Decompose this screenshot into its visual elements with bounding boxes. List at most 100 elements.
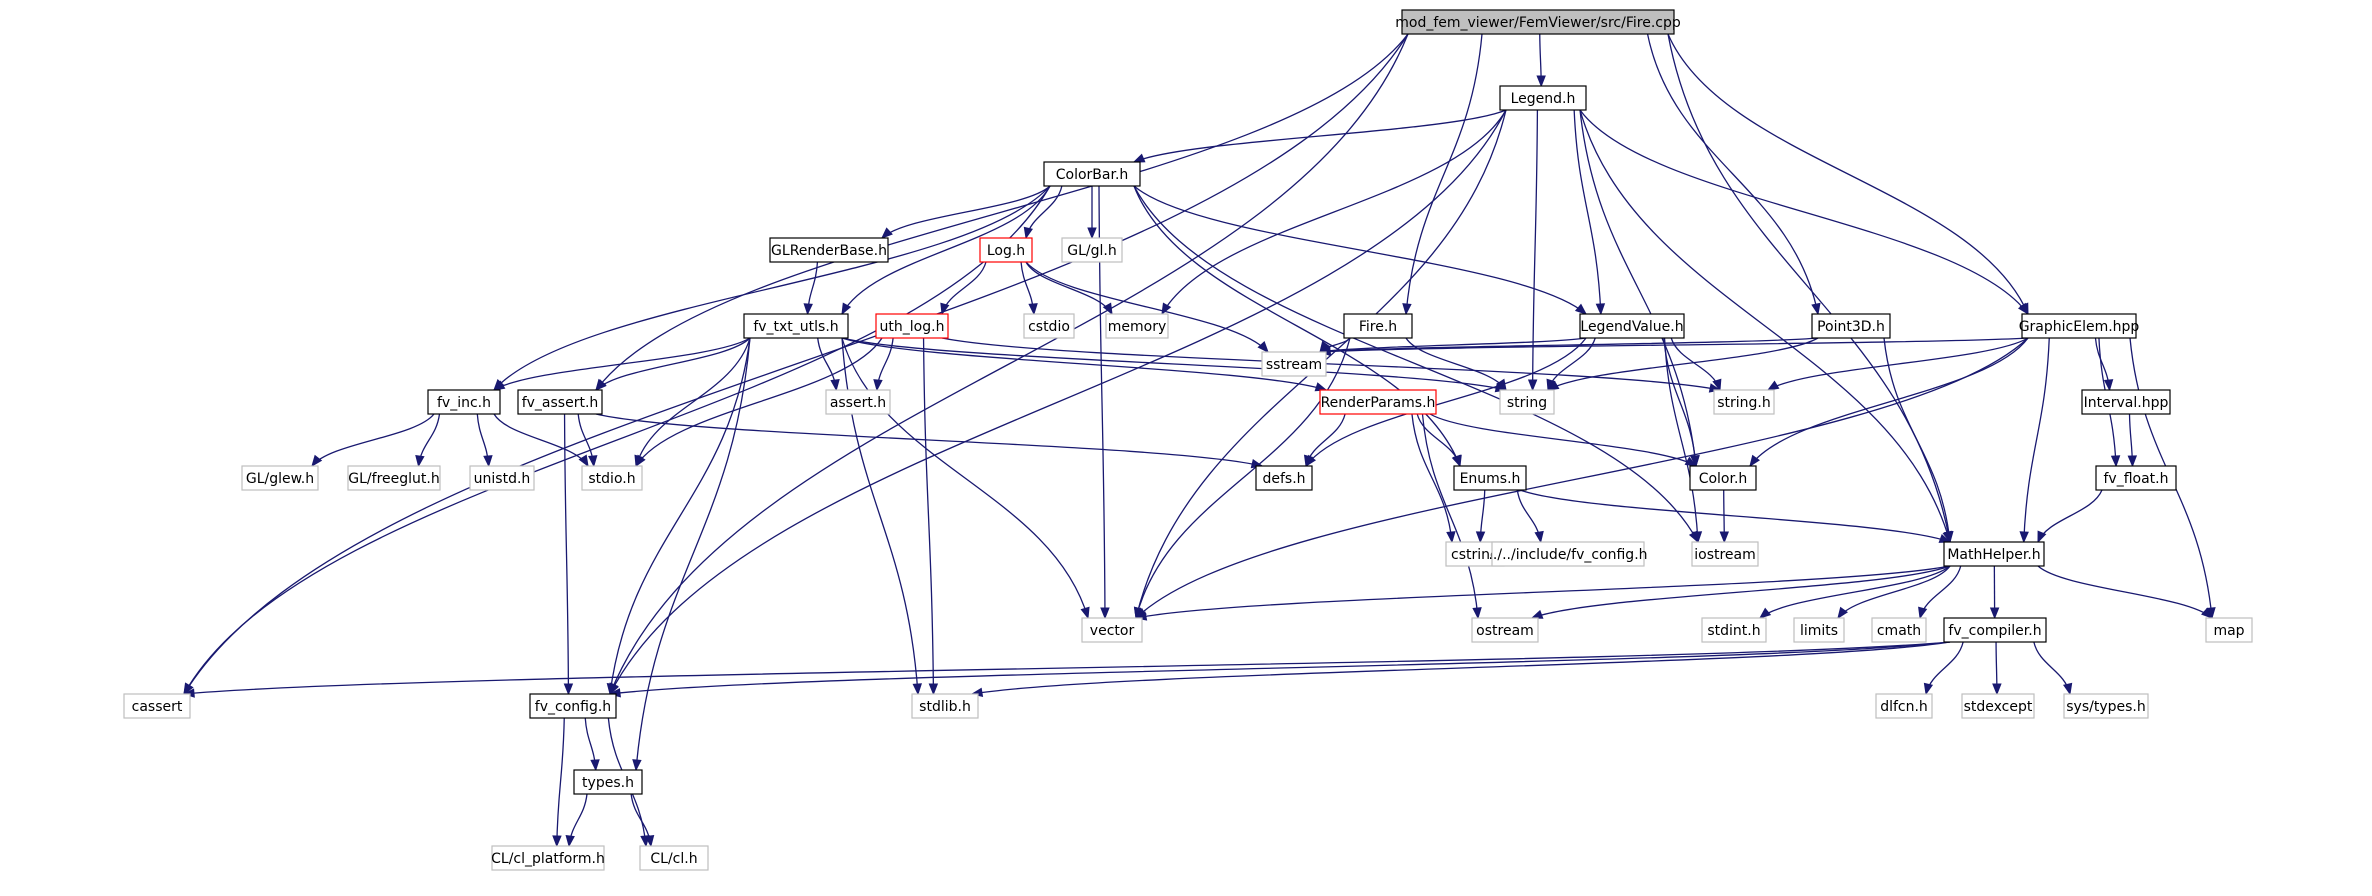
node-fv-assert-h[interactable]: fv_assert.h bbox=[517, 389, 603, 415]
include-edge-colorbar_h-to-legendvalue_h bbox=[1133, 185, 1588, 315]
node-label: CL/cl_platform.h bbox=[491, 851, 605, 867]
node-enums-h[interactable]: Enums.h bbox=[1453, 465, 1527, 491]
node-label: stdio.h bbox=[588, 471, 635, 487]
include-edge-renderparams_h-to-enums_h bbox=[1416, 413, 1462, 468]
node-label: map bbox=[2213, 623, 2244, 639]
node-label: stdlib.h bbox=[919, 699, 971, 715]
node-label: fv_assert.h bbox=[522, 395, 599, 411]
node-label: assert.h bbox=[830, 395, 886, 411]
node-mathhelper-h[interactable]: MathHelper.h bbox=[1943, 541, 2045, 567]
node-label: uth_log.h bbox=[880, 319, 945, 335]
node-memory[interactable]: memory bbox=[1105, 313, 1169, 339]
node-cassert[interactable]: cassert bbox=[123, 693, 191, 719]
node-label: cstdio bbox=[1028, 319, 1070, 335]
include-edge-fv_txt_utls_h-to-types_h bbox=[632, 337, 751, 772]
node-label: GL/gl.h bbox=[1067, 243, 1116, 259]
include-edge-interval_hpp-to-fv_float_h bbox=[2127, 413, 2138, 468]
node-legendvalue-h[interactable]: LegendValue.h bbox=[1579, 313, 1685, 339]
node-label: dlfcn.h bbox=[1880, 699, 1928, 715]
node-graphicelem-hpp[interactable]: GraphicElem.hpp bbox=[2019, 313, 2140, 339]
node-label: fv_float.h bbox=[2104, 471, 2169, 487]
node-fv-config-include[interactable]: ../../include/fv_config.h bbox=[1488, 541, 1648, 567]
include-edge-log_h-to-uth_log_h bbox=[940, 261, 987, 316]
node-stdexcept[interactable]: stdexcept bbox=[1961, 693, 2035, 719]
node-ostream[interactable]: ostream bbox=[1471, 617, 1539, 643]
node-label: GL/glew.h bbox=[246, 471, 314, 487]
node-glrenderbase-h[interactable]: GLRenderBase.h bbox=[769, 237, 889, 263]
node-cmath[interactable]: cmath bbox=[1871, 617, 1927, 643]
include-edge-colorbar_h-to-log_h bbox=[1023, 185, 1063, 240]
node-label: memory bbox=[1108, 319, 1167, 335]
node-fv-txt-utls-h[interactable]: fv_txt_utls.h bbox=[743, 313, 849, 339]
node-sstream[interactable]: sstream bbox=[1261, 351, 1327, 377]
include-edge-legend_h-to-memory bbox=[1161, 109, 1507, 316]
node-unistd-h[interactable]: unistd.h bbox=[469, 465, 535, 491]
node-colorbar-h[interactable]: ColorBar.h bbox=[1043, 161, 1141, 187]
include-edge-renderparams_h-to-cstring bbox=[1411, 413, 1456, 544]
node-string-h[interactable]: string.h bbox=[1713, 389, 1775, 415]
node-interval-hpp[interactable]: Interval.hpp bbox=[2081, 389, 2171, 415]
node-stdint-h[interactable]: stdint.h bbox=[1701, 617, 1767, 643]
node-fv-inc-h[interactable]: fv_inc.h bbox=[427, 389, 501, 415]
include-edge-fv_inc_h-to-gl_freeglut_h bbox=[415, 413, 441, 468]
node-log-h[interactable]: Log.h bbox=[979, 237, 1033, 263]
include-edge-graphicelem_hpp-to-interval_hpp bbox=[2094, 337, 2114, 392]
node-fire-h[interactable]: Fire.h bbox=[1343, 313, 1413, 339]
node-limits[interactable]: limits bbox=[1793, 617, 1845, 643]
node-vector[interactable]: vector bbox=[1081, 617, 1143, 643]
edges-layer bbox=[182, 33, 2216, 848]
node-uth-log-h[interactable]: uth_log.h bbox=[875, 313, 949, 339]
node-cl-platform-h[interactable]: CL/cl_platform.h bbox=[491, 845, 605, 871]
include-edge-mathhelper_h-to-stdint_h bbox=[1758, 565, 1951, 619]
node-label: string bbox=[1507, 395, 1547, 411]
include-edge-legend_h-to-legendvalue_h bbox=[1573, 109, 1606, 316]
node-point3d-h[interactable]: Point3D.h bbox=[1811, 313, 1891, 339]
node-stdlib-h[interactable]: stdlib.h bbox=[911, 693, 979, 719]
node-label: ColorBar.h bbox=[1056, 167, 1129, 183]
node-renderparams-h[interactable]: RenderParams.h bbox=[1319, 389, 1437, 415]
node-label: stdexcept bbox=[1964, 699, 2033, 715]
node-color-h[interactable]: Color.h bbox=[1689, 465, 1757, 491]
node-iostream[interactable]: iostream bbox=[1691, 541, 1759, 567]
node-label: Color.h bbox=[1699, 471, 1748, 487]
node-label: Enums.h bbox=[1460, 471, 1521, 487]
node-label: fv_txt_utls.h bbox=[753, 319, 838, 335]
include-edge-fv_compiler_h-to-fv_config_h bbox=[608, 641, 1951, 698]
node-types-h[interactable]: types.h bbox=[573, 769, 643, 795]
node-string[interactable]: string bbox=[1499, 389, 1555, 415]
node-fv-compiler-h[interactable]: fv_compiler.h bbox=[1943, 617, 2047, 643]
include-edge-graphicelem_hpp-to-mathhelper_h bbox=[2019, 337, 2050, 544]
include-edge-renderparams_h-to-defs_h bbox=[1303, 413, 1346, 468]
node-fire-cpp[interactable]: mod_fem_viewer/FemViewer/src/Fire.cpp bbox=[1395, 9, 1681, 35]
node-legend-h[interactable]: Legend.h bbox=[1499, 85, 1587, 111]
node-stdio-h[interactable]: stdio.h bbox=[581, 465, 643, 491]
include-edge-mathhelper_h-to-cmath bbox=[1918, 565, 1962, 620]
node-defs-h[interactable]: defs.h bbox=[1255, 465, 1313, 491]
node-label: iostream bbox=[1694, 547, 1756, 563]
node-assert-h[interactable]: assert.h bbox=[825, 389, 891, 415]
node-sys-types-h[interactable]: sys/types.h bbox=[2063, 693, 2149, 719]
node-label: cstring bbox=[1451, 547, 1499, 563]
include-edge-point3d_h-to-mathhelper_h bbox=[1883, 337, 1954, 544]
include-edge-fv_txt_utls_h-to-fv_assert_h bbox=[595, 337, 751, 391]
node-gl-glew-h[interactable]: GL/glew.h bbox=[241, 465, 319, 491]
node-cstdio[interactable]: cstdio bbox=[1023, 313, 1075, 339]
node-map[interactable]: map bbox=[2205, 617, 2253, 643]
include-edge-point3d_h-to-string bbox=[1546, 337, 1819, 391]
node-gl-gl-h[interactable]: GL/gl.h bbox=[1061, 237, 1123, 263]
include-edge-enums_h-to-fv_config_include bbox=[1516, 489, 1544, 544]
node-label: Point3D.h bbox=[1817, 319, 1885, 335]
node-label: sys/types.h bbox=[2066, 699, 2145, 715]
node-label: fv_config.h bbox=[535, 699, 611, 715]
node-cl-cl-h[interactable]: CL/cl.h bbox=[639, 845, 709, 871]
include-edge-fire_cpp-to-cassert bbox=[183, 33, 1409, 696]
node-dlfcn-h[interactable]: dlfcn.h bbox=[1875, 693, 1933, 719]
node-fv-float-h[interactable]: fv_float.h bbox=[2095, 465, 2177, 491]
node-gl-freeglut-h[interactable]: GL/freeglut.h bbox=[347, 465, 441, 491]
node-fv-config-h[interactable]: fv_config.h bbox=[529, 693, 617, 719]
include-edge-fire_cpp-to-point3d_h bbox=[1646, 33, 1821, 316]
include-edge-legendvalue_h-to-iostream bbox=[1663, 337, 1703, 544]
include-edge-graphicelem_hpp-to-string_h bbox=[1766, 337, 2029, 391]
node-label: ostream bbox=[1476, 623, 1534, 639]
